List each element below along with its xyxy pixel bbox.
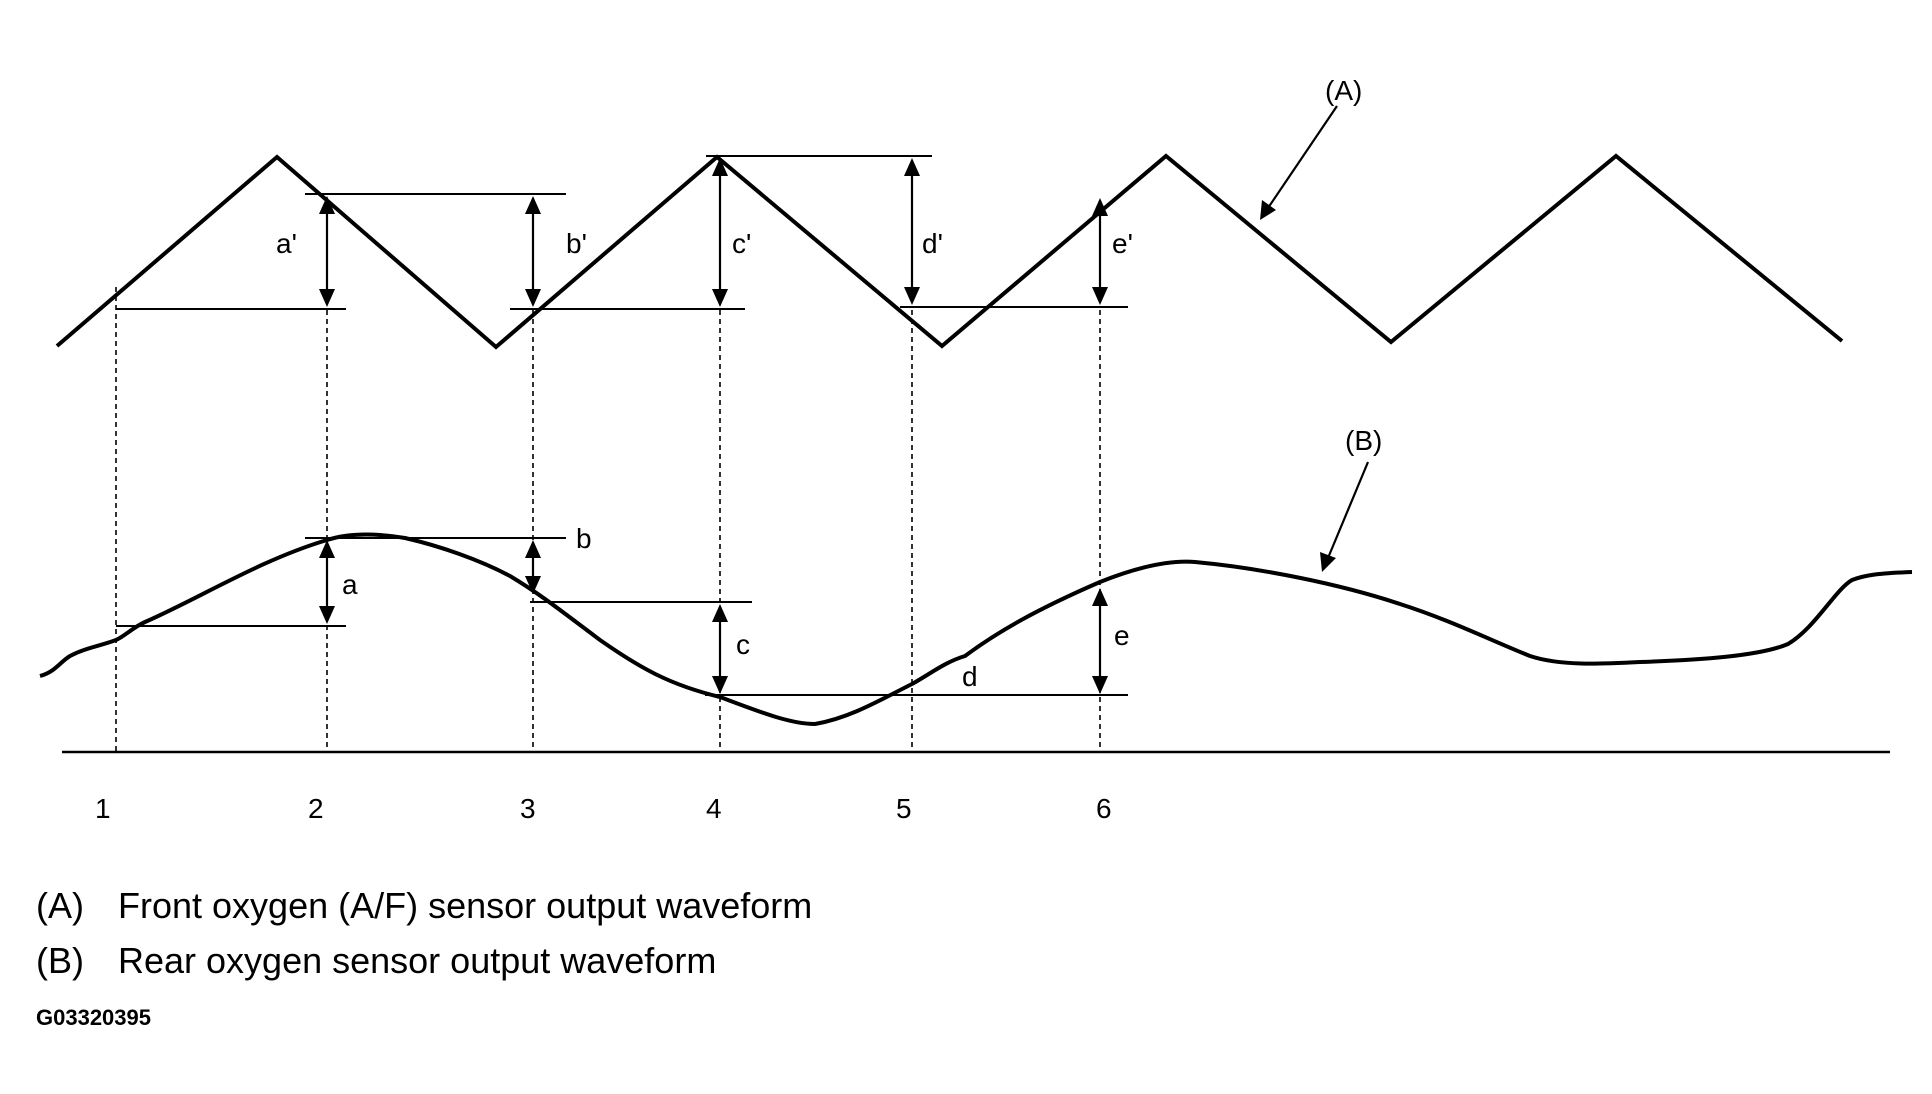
dimension-label-c-prime: c': [732, 228, 751, 259]
dimension-label-b-prime: b': [566, 228, 587, 259]
legend-item-front: (A) Front oxygen (A/F) sensor output wav…: [36, 878, 812, 933]
dimension-arrow-d-prime: [904, 158, 920, 305]
rear-waveform-callout: (B): [1345, 425, 1382, 456]
dimension-label-e: e: [1114, 620, 1130, 651]
leader-arrow-b: [1320, 461, 1370, 572]
legend: (A) Front oxygen (A/F) sensor output wav…: [36, 878, 812, 988]
dimension-arrow-a-prime: [319, 196, 335, 307]
legend-key: (A): [36, 885, 84, 926]
dimension-label-e-prime: e': [1112, 228, 1133, 259]
legend-item-rear: (B) Rear oxygen sensor output waveform: [36, 933, 812, 988]
dimension-arrow-b: [525, 540, 541, 594]
front-sensor-waveform: [55, 153, 1844, 350]
dimension-label-d-prime: d': [922, 228, 943, 259]
figure-code: G03320395: [36, 1005, 151, 1030]
dimension-label-a-prime: a': [276, 228, 297, 259]
dimension-arrow-c: [712, 604, 728, 694]
time-point-label-1: 1: [95, 793, 111, 824]
time-point-label-3: 3: [520, 793, 536, 824]
time-point-label-6: 6: [1096, 793, 1112, 824]
time-point-label-5: 5: [896, 793, 912, 824]
rear-sensor-waveform: [39, 532, 1913, 727]
legend-key: (B): [36, 940, 84, 981]
dimension-label-c: c: [736, 629, 750, 660]
dimension-label-d: d: [962, 661, 978, 692]
legend-text: Rear oxygen sensor output waveform: [118, 940, 717, 981]
dimension-label-a: a: [342, 569, 358, 600]
dimension-arrow-e-prime: [1092, 198, 1108, 305]
dimension-label-b: b: [576, 523, 592, 554]
dimension-arrow-c-prime: [712, 158, 728, 307]
dimension-arrow-e: [1092, 588, 1108, 694]
oxygen-sensor-waveform-diagram: (A) (B) a' b' c' d' e' a b c d e 1 2 3 4…: [39, 75, 1913, 824]
dimension-arrow-b-prime: [525, 196, 541, 307]
dimension-arrow-a: [319, 540, 335, 624]
time-point-label-2: 2: [308, 793, 324, 824]
leader-arrow-a: [1260, 105, 1338, 220]
time-point-label-4: 4: [706, 793, 722, 824]
front-waveform-callout: (A): [1325, 75, 1362, 106]
legend-text: Front oxygen (A/F) sensor output wavefor…: [118, 885, 813, 926]
